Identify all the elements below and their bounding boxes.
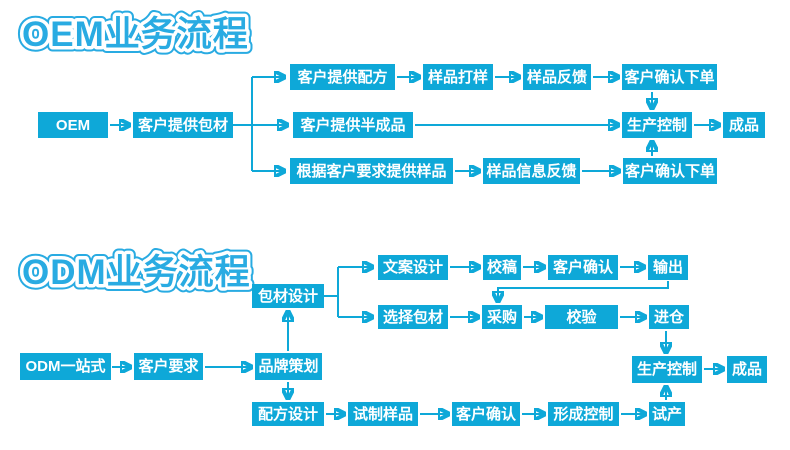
node-odm-verify: 校验 — [545, 305, 618, 329]
odm-title: ODM业务流程 ODM业务流程 ODM业务流程 — [17, 248, 256, 298]
node-oem-confirm-order-top: 客户确认下单 — [622, 64, 717, 90]
node-odm-trial-production: 试产 — [649, 402, 685, 426]
node-oem-package: 客户提供包材 — [133, 112, 233, 138]
node-odm-output: 输出 — [648, 255, 688, 280]
node-odm-formula-design: 配方设计 — [252, 402, 324, 426]
svg-text:ODM业务流程: ODM业务流程 — [22, 253, 251, 292]
node-odm-form-control: 形成控制 — [548, 402, 619, 426]
svg-text:OEM业务流程: OEM业务流程 — [22, 15, 249, 54]
node-odm-purchase: 采购 — [482, 305, 522, 329]
svg-text:ODM业务流程: ODM业务流程 — [22, 253, 251, 292]
node-oem-production-control: 生产控制 — [622, 112, 692, 138]
node-oem-finished: 成品 — [723, 112, 765, 138]
node-odm-warehouse: 进仓 — [649, 305, 689, 329]
node-odm-trial-sample: 试制样品 — [348, 402, 418, 426]
node-oem-semi-finished: 客户提供半成品 — [293, 112, 413, 138]
node-oem-sample-info-feedback: 样品信息反馈 — [483, 158, 580, 184]
node-odm-requirement: 客户要求 — [134, 353, 203, 380]
node-odm-proofread: 校稿 — [483, 255, 521, 280]
node-odm-copy-design: 文案设计 — [378, 255, 448, 280]
node-oem-sample-by-request: 根据客户要求提供样品 — [290, 158, 453, 184]
svg-text:OEM业务流程: OEM业务流程 — [22, 15, 249, 54]
node-oem-confirm-order-bottom: 客户确认下单 — [623, 158, 717, 184]
node-odm-client-confirm-a: 客户确认 — [548, 255, 618, 280]
node-oem-sample-feedback: 样品反馈 — [523, 64, 591, 90]
node-odm-production-control: 生产控制 — [632, 356, 702, 383]
node-odm-package-design: 包材设计 — [252, 284, 324, 308]
node-oem-start: OEM — [38, 112, 108, 138]
node-oem-sample-making: 样品打样 — [423, 64, 493, 90]
node-odm-finished: 成品 — [727, 356, 767, 383]
oem-title: OEM业务流程 OEM业务流程 OEM业务流程 — [17, 10, 254, 60]
node-odm-client-confirm-b: 客户确认 — [452, 402, 520, 426]
node-oem-formula: 客户提供配方 — [290, 64, 395, 90]
node-odm-branding: 品牌策划 — [255, 353, 322, 380]
node-odm-select-package: 选择包材 — [378, 305, 448, 329]
svg-text:OEM业务流程: OEM业务流程 — [22, 15, 249, 54]
svg-text:ODM业务流程: ODM业务流程 — [22, 253, 251, 292]
node-odm-start: ODM一站式 — [20, 353, 111, 380]
